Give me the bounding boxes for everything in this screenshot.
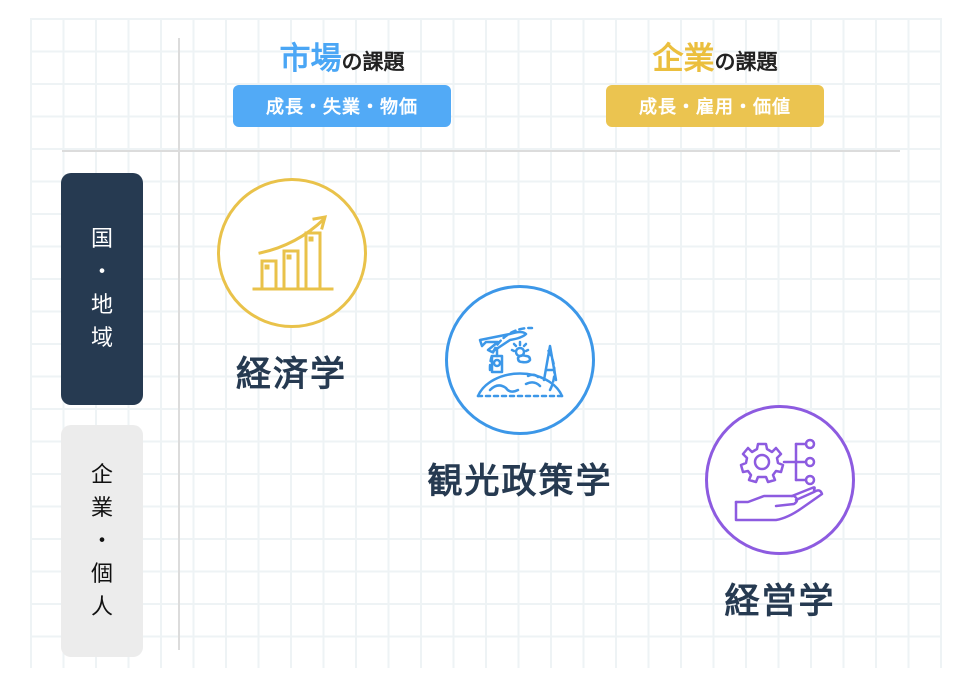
subject-name: 経済学 — [235, 355, 347, 395]
subject-icon-circle — [445, 285, 595, 435]
row-label-char: 域 — [90, 326, 113, 351]
column-title-suffix: の課題 — [341, 50, 405, 74]
subject-management: 経営学 — [690, 405, 870, 624]
row-label-char: 企 — [90, 462, 113, 488]
column-title: 市場の課題 — [232, 44, 452, 75]
column-tag: 成長・失業・物価 — [233, 85, 451, 127]
column-title-suffix: の課題 — [714, 50, 778, 74]
column-title-emphasis: 市場 — [279, 41, 342, 77]
column-tag: 成長・雇用・価値 — [606, 85, 824, 127]
row-label-char: 人 — [90, 594, 113, 620]
column-header-market: 市場の課題 成長・失業・物価 — [232, 44, 452, 127]
column-header-company: 企業の課題 成長・雇用・価値 — [605, 44, 825, 127]
subject-icon-circle — [705, 405, 855, 555]
travel-globe-icon — [476, 326, 564, 398]
subject-icon-circle — [216, 178, 367, 328]
bar-chart-growth-icon — [252, 215, 333, 291]
subject-name: 経営学 — [724, 582, 836, 622]
row-label-char: 業 — [90, 495, 113, 521]
subject-economics: 経済学 — [204, 178, 379, 397]
vertical-axis-divider — [178, 38, 180, 650]
row-label-char: 個 — [90, 561, 113, 587]
column-title-emphasis: 企業 — [652, 41, 715, 77]
horizontal-axis-divider — [62, 150, 900, 152]
subject-name: 観光政策学 — [427, 462, 613, 502]
row-label-national-regional: 国 ・ 地 域 — [61, 173, 143, 405]
row-label-char: ・ — [90, 260, 113, 285]
row-label-company-individual: 企 業 ・ 個 人 — [61, 425, 143, 657]
column-title: 企業の課題 — [605, 44, 825, 75]
gear-hand-network-icon — [734, 438, 824, 522]
row-label-char: 国 — [90, 227, 113, 252]
subject-tourism-policy: 観光政策学 — [400, 285, 640, 504]
row-label-char: 地 — [90, 293, 113, 318]
row-label-char: ・ — [90, 528, 113, 554]
